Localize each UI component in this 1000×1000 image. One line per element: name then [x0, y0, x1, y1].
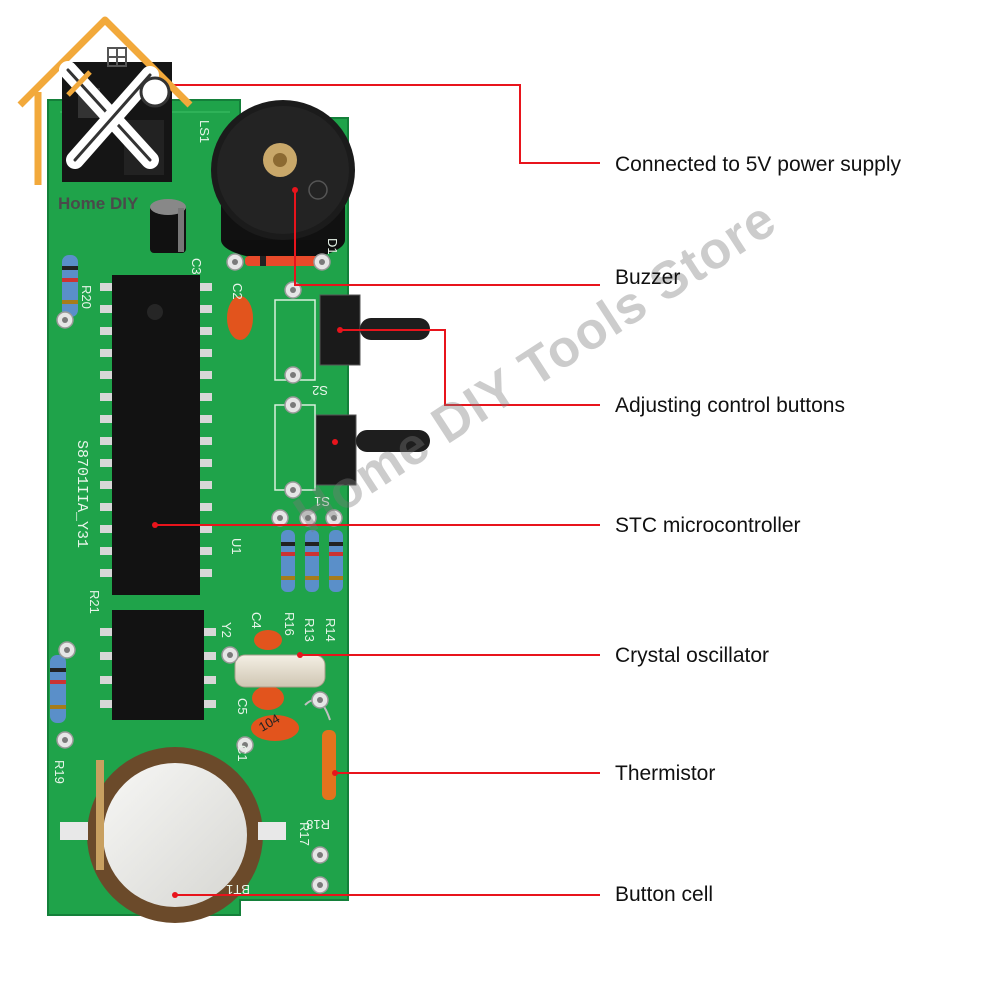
- resistor-r20: [62, 255, 78, 317]
- ic-pin: [200, 371, 212, 379]
- silkscreen-label: R18: [306, 817, 330, 832]
- stc-microcontroller-chip: [100, 275, 212, 595]
- label-microcontroller: STC microcontroller: [615, 514, 801, 537]
- silkscreen-label: LS1: [197, 120, 212, 143]
- ic-pin: [200, 283, 212, 291]
- silkscreen-label: R13: [302, 618, 317, 642]
- leader-buttons: [340, 329, 600, 406]
- ic-pin: [200, 437, 212, 445]
- button-cell-holder: [60, 747, 286, 923]
- ic-pin: [204, 628, 216, 636]
- silkscreen-label: D1: [325, 238, 340, 255]
- ic-pin: [100, 525, 112, 533]
- silkscreen-label: S2: [312, 383, 328, 398]
- silkscreen-label: R17: [297, 822, 312, 846]
- logo-text: Home DIY: [58, 194, 139, 213]
- resistor: [281, 530, 295, 592]
- leader-lines: [155, 84, 600, 896]
- label-power-supply: Connected to 5V power supply: [615, 153, 902, 176]
- silkscreen-label: U1: [229, 538, 244, 555]
- silkscreen-label: C4: [249, 612, 264, 629]
- silkscreen-label: R16: [282, 612, 297, 636]
- crystal-oscillator: [234, 654, 326, 688]
- silkscreen-label: R19: [52, 760, 67, 784]
- diode-d1: [245, 256, 325, 266]
- ic-pin: [100, 628, 112, 636]
- ic-pin: [200, 503, 212, 511]
- ic-pin: [100, 652, 112, 660]
- silkscreen-label: Y2: [219, 622, 234, 638]
- ic-pin: [100, 305, 112, 313]
- ic-pin: [100, 547, 112, 555]
- silkscreen-label: C5: [235, 698, 250, 715]
- buzzer-component: [211, 100, 355, 260]
- ic-pin: [204, 676, 216, 684]
- silkscreen-label: R20: [79, 285, 94, 309]
- ic-pin: [200, 305, 212, 313]
- ic-pin: [200, 481, 212, 489]
- eeprom-chip: [100, 610, 216, 720]
- resistor: [305, 530, 319, 592]
- ic-pins: [100, 283, 212, 577]
- ic-pin: [100, 700, 112, 708]
- resistor: [329, 530, 343, 592]
- ic-pin: [200, 459, 212, 467]
- silkscreen-label: R14: [323, 618, 338, 642]
- ic-pin: [100, 437, 112, 445]
- silkscreen-label: BT1: [226, 882, 250, 897]
- ic-pin: [200, 415, 212, 423]
- ic-pin: [100, 569, 112, 577]
- silkscreen-label: S1: [314, 494, 330, 509]
- label-crystal-oscillator: Crystal oscillator: [615, 644, 770, 667]
- label-thermistor: Thermistor: [615, 762, 716, 785]
- silkscreen-label: C3: [189, 258, 204, 275]
- ic-pin: [100, 481, 112, 489]
- ic-pin: [200, 525, 212, 533]
- label-buzzer: Buzzer: [615, 266, 681, 289]
- silkscreen-label: C1: [235, 745, 250, 762]
- ic-pin: [100, 459, 112, 467]
- electrolytic-capacitor: [150, 199, 186, 253]
- resistor-bank: [281, 530, 343, 592]
- ic-pin: [100, 349, 112, 357]
- ic-pin: [100, 503, 112, 511]
- ic-pin: [200, 569, 212, 577]
- ic-pin: [100, 327, 112, 335]
- chip-marking: S8701IIA_Y31: [73, 440, 90, 548]
- label-button-cell: Button cell: [615, 883, 714, 906]
- ic-pin: [100, 371, 112, 379]
- ic-pin: [100, 283, 112, 291]
- ic-pin: [100, 415, 112, 423]
- silkscreen-label: R21: [87, 590, 102, 614]
- ic-pin: [200, 393, 212, 401]
- ic-pin: [204, 700, 216, 708]
- home-diy-logo: [17, 16, 193, 185]
- solder-pads: [56, 253, 343, 894]
- label-control-buttons: Adjusting control buttons: [615, 394, 845, 417]
- ic-pin: [100, 676, 112, 684]
- silkscreen-label: C2: [230, 283, 245, 300]
- ic-pin: [200, 547, 212, 555]
- ic-pin: [200, 327, 212, 335]
- ic-pins-small: [100, 628, 216, 708]
- leader-power: [160, 84, 600, 164]
- leader-buzzer: [294, 190, 600, 286]
- ceramic-capacitors: [227, 296, 299, 741]
- ic-pin: [100, 393, 112, 401]
- ic-pin: [204, 652, 216, 660]
- resistor-r19: [50, 655, 66, 723]
- ic-pin: [200, 349, 212, 357]
